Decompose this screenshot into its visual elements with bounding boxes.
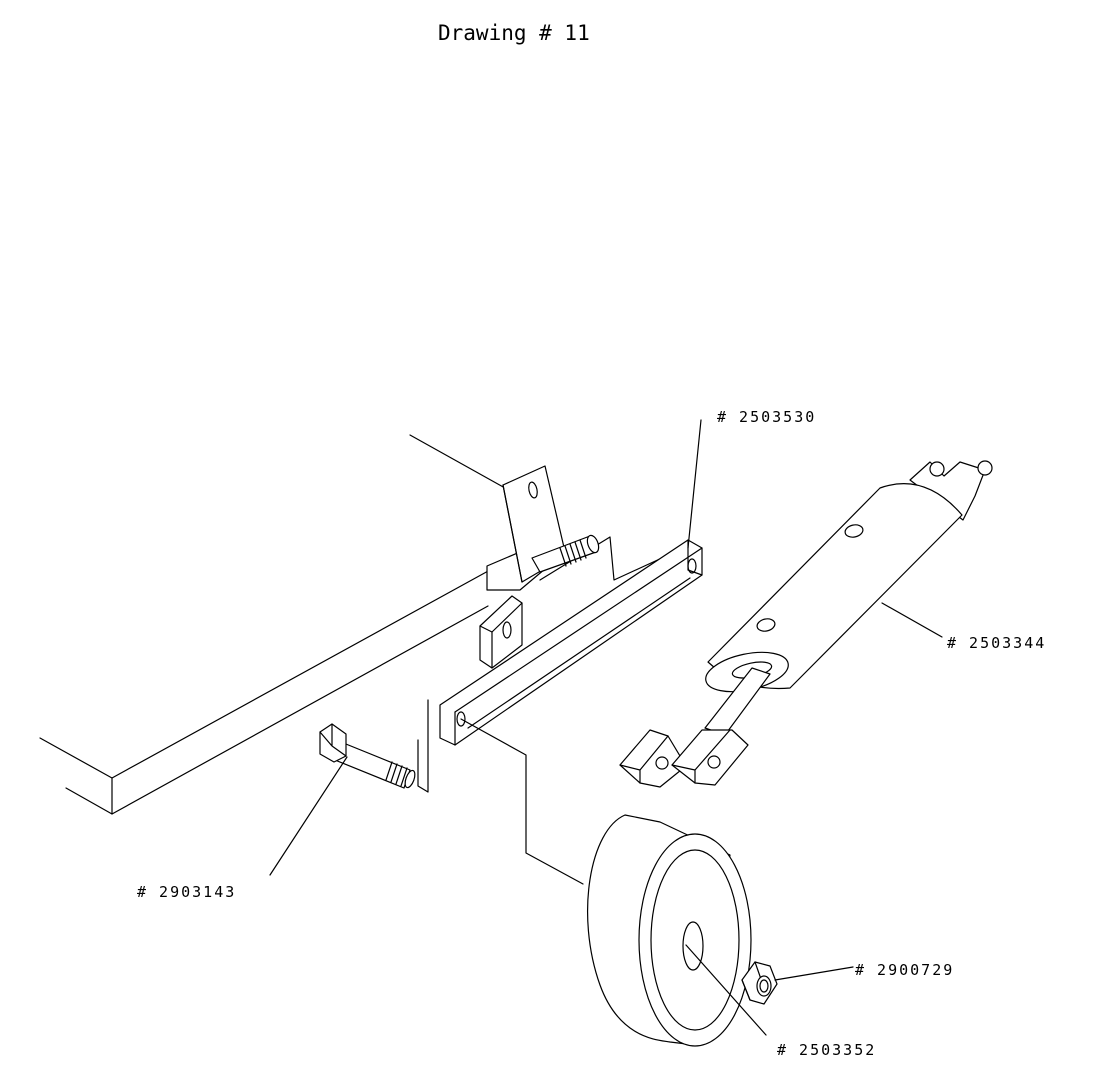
leader-2503352-arm — [460, 718, 584, 885]
drawing-title: Drawing # 11 — [438, 21, 590, 45]
cylinder-clevis — [619, 729, 749, 788]
axle-nut — [741, 961, 778, 1005]
callout-2900729: # 2900729 — [855, 961, 954, 979]
callout-2503530: # 2503530 — [717, 408, 816, 426]
callout-2503344: # 2503344 — [947, 634, 1046, 652]
leader-2503352 — [685, 944, 767, 1036]
upper-bolt — [531, 534, 600, 573]
leader-2903143 — [269, 756, 348, 876]
leader-2900729 — [774, 966, 854, 981]
hydraulic-cylinder — [704, 460, 993, 736]
wheel — [586, 814, 752, 1047]
leader-2503530 — [687, 419, 702, 549]
leader-lines — [269, 419, 943, 1036]
leader-2503344 — [881, 602, 943, 638]
frame-beam — [39, 434, 506, 815]
lower-bolt — [319, 723, 416, 789]
callout-2503352: # 2503352 — [777, 1041, 876, 1059]
lower-bracket — [417, 595, 523, 793]
swing-arm — [439, 539, 703, 746]
callout-2903143: # 2903143 — [137, 883, 236, 901]
